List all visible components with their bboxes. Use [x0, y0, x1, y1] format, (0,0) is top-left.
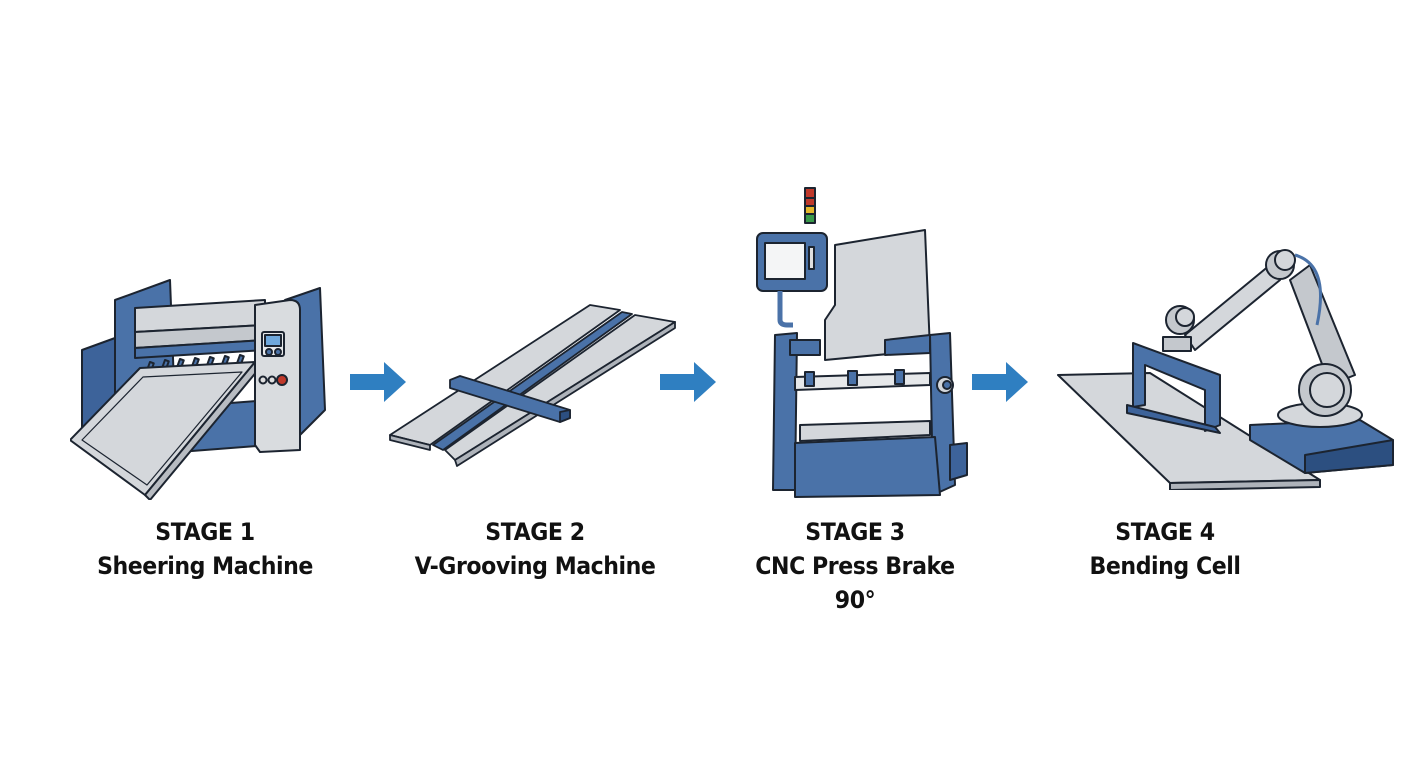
- shearing-machine-icon: [70, 279, 326, 500]
- stage-1-title: STAGE 1: [155, 518, 255, 546]
- stage-3-title: STAGE 3: [805, 518, 905, 546]
- stage-3-extra: 90°: [834, 586, 876, 614]
- stage-4-name: Bending Cell: [1089, 552, 1241, 580]
- v-grooved-sheet-icon: [389, 304, 676, 467]
- stage-2-name: V-Grooving Machine: [414, 552, 656, 580]
- press-brake-icon: [756, 187, 968, 498]
- stage-4-title: STAGE 4: [1115, 518, 1215, 546]
- stage-2-label: STAGE 2 V-Grooving Machine: [397, 515, 673, 583]
- stage-4-label: STAGE 4 Bending Cell: [1032, 515, 1299, 583]
- stage-2-title: STAGE 2: [485, 518, 585, 546]
- arrow-right-icon: [972, 362, 1028, 402]
- robot-arm-icon: [1057, 249, 1394, 490]
- arrow-right-icon: [660, 362, 716, 402]
- stage-1-label: STAGE 1 Sheering Machine: [72, 515, 339, 583]
- stage-3-name: CNC Press Brake: [755, 552, 955, 580]
- stage-3-label: STAGE 3 CNC Press Brake 90°: [722, 515, 989, 617]
- arrow-right-icon: [350, 362, 406, 402]
- stage-1-name: Sheering Machine: [97, 552, 313, 580]
